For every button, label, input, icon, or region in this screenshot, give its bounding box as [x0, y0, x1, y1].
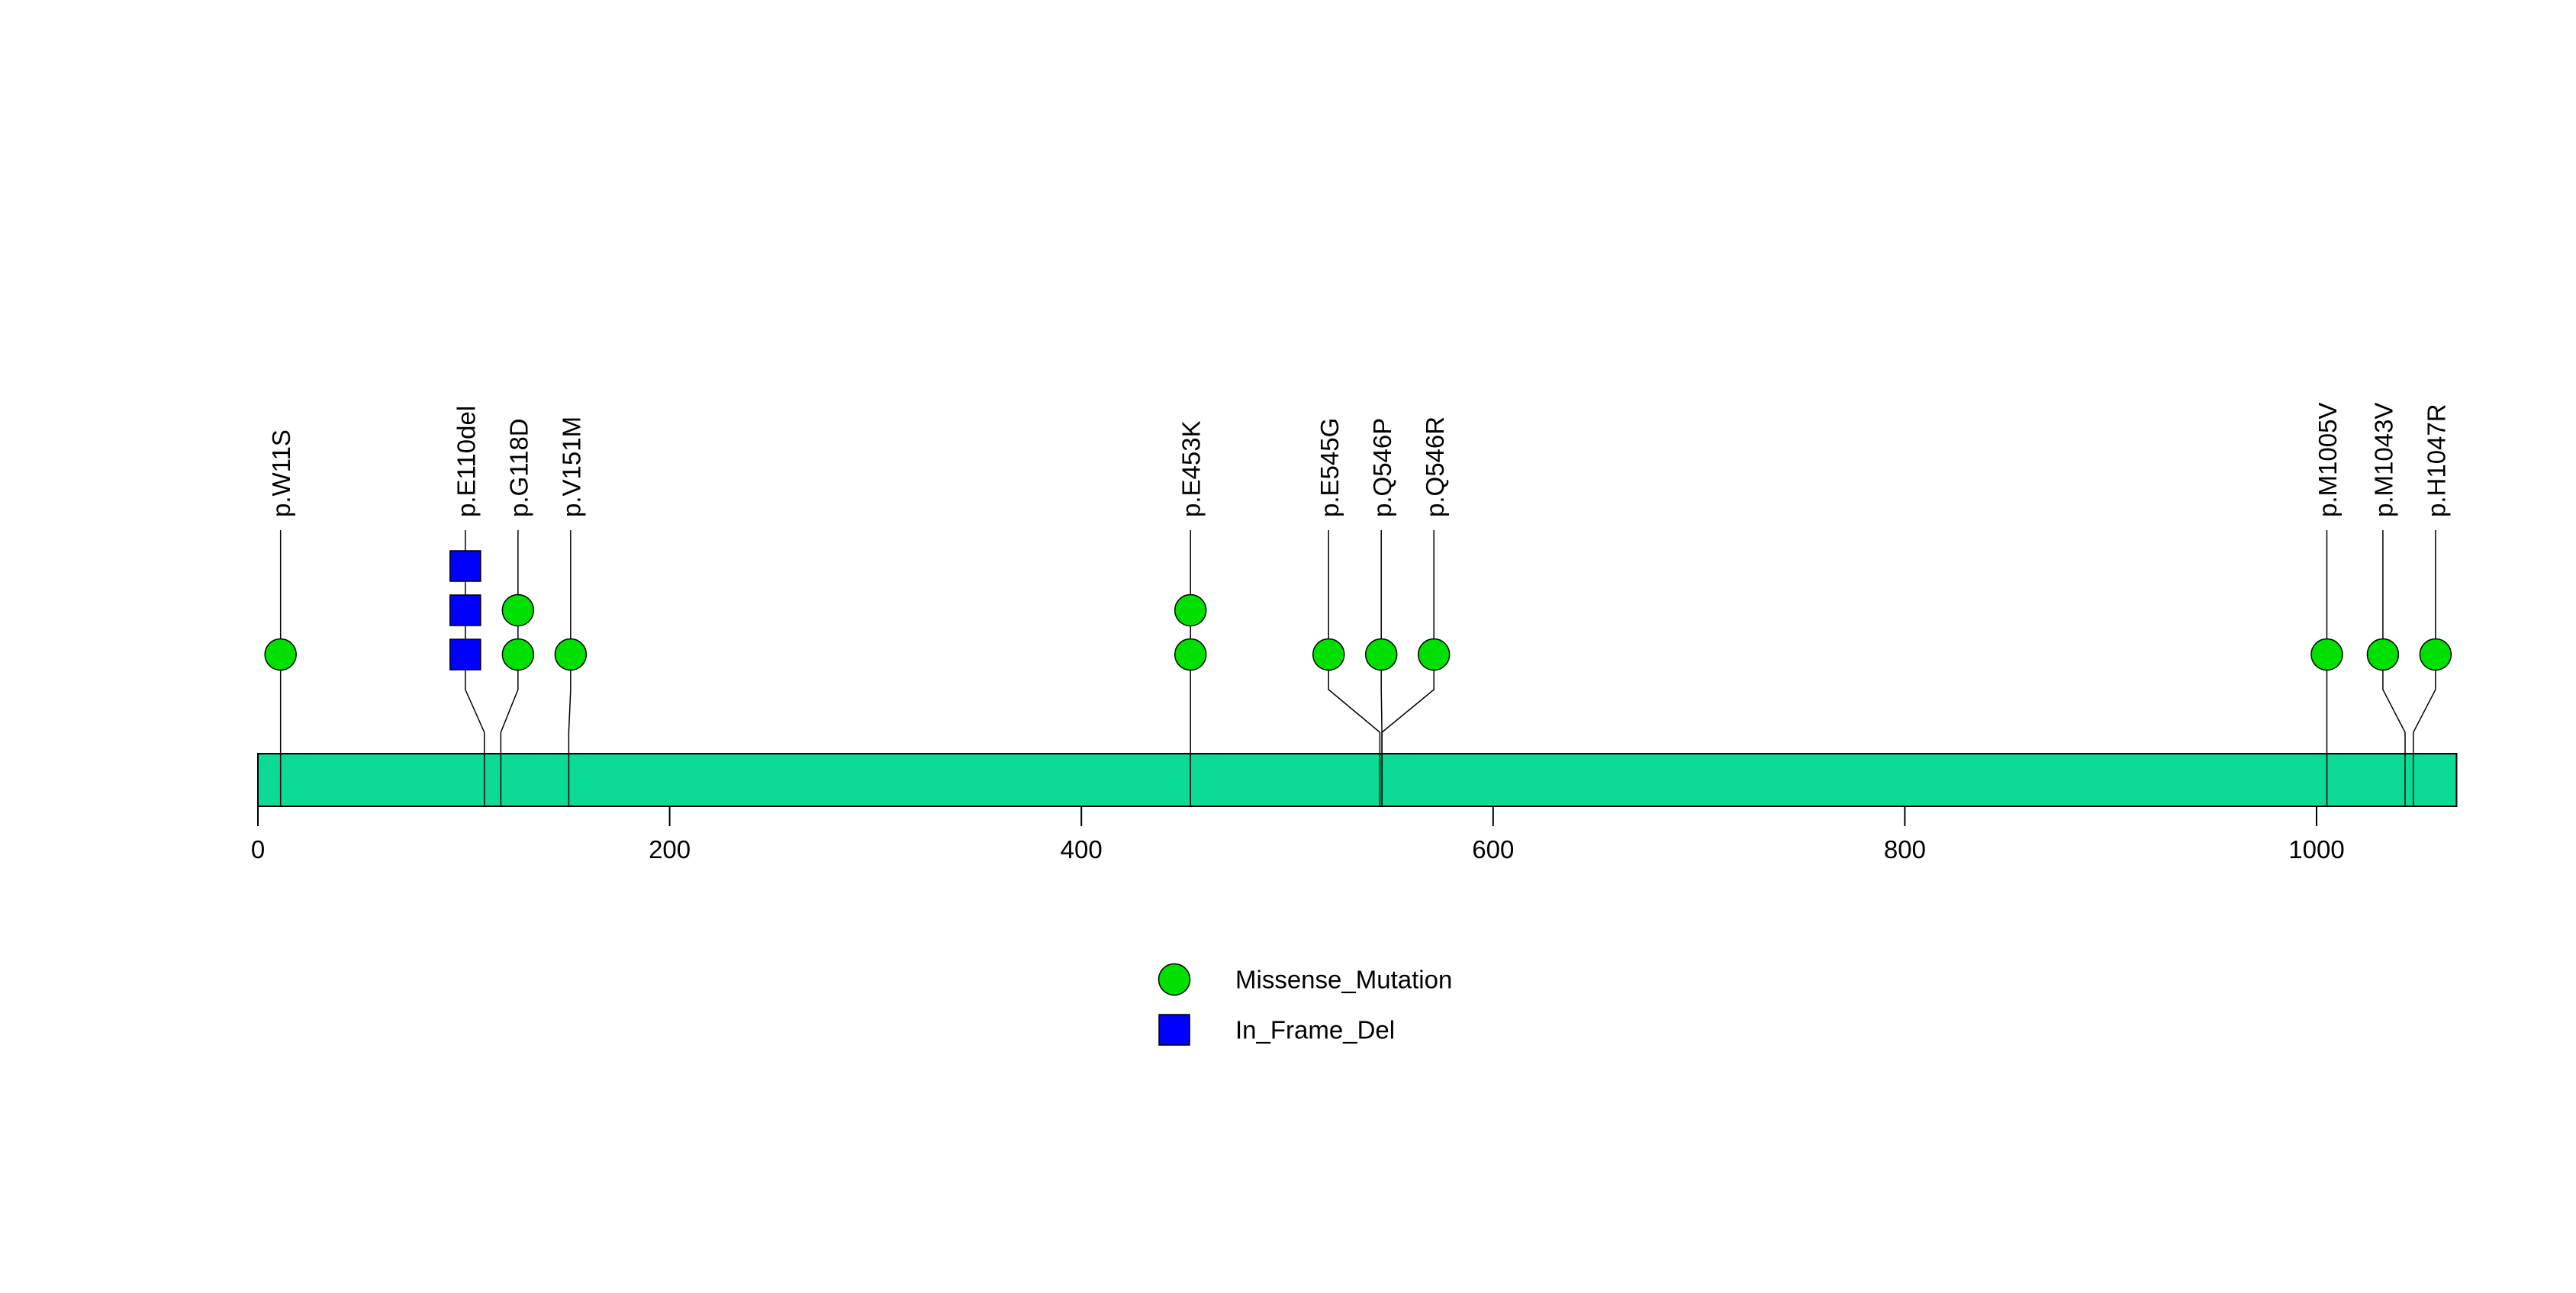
- protein-backbone: [257, 753, 2458, 807]
- mutation-label-group: p.E545G: [1315, 418, 1344, 517]
- markers: [264, 550, 2452, 671]
- mutation-labels: p.W11S p.E110del p.G118D p.V151M p.E453K p.E5…: [267, 403, 2450, 517]
- axis-tick-label: 600: [1472, 835, 1514, 864]
- missense-marker: [1417, 638, 1451, 671]
- mutation-label: p.V151M: [557, 417, 585, 517]
- mutation-label: p.M1043V: [2369, 403, 2397, 517]
- mutation-label-group: p.M1043V: [2369, 403, 2397, 517]
- missense-marker: [1174, 638, 1207, 671]
- axis-tick-label: 0: [251, 835, 265, 864]
- in-frame-del-marker: [449, 638, 481, 671]
- mutation-label: p.H1047R: [2422, 404, 2450, 517]
- mutation-label: p.Q546R: [1421, 417, 1449, 517]
- missense-marker: [1312, 638, 1345, 671]
- mutation-label: p.Q546P: [1368, 418, 1396, 517]
- axis-tick-label: 800: [1884, 835, 1926, 864]
- missense-marker: [2419, 638, 2452, 671]
- missense-marker: [1174, 593, 1207, 627]
- mutation-label-group: p.E110del: [452, 406, 480, 517]
- mutation-stem: [2382, 530, 2406, 806]
- legend-label: Missense_Mutation: [1235, 966, 1452, 994]
- legend-square-swatch: [1158, 1014, 1190, 1046]
- mutation-label-group: p.V151M: [557, 417, 585, 517]
- missense-marker: [554, 638, 588, 671]
- mutation-stem: [1328, 530, 1381, 806]
- mutation-label: p.W11S: [267, 429, 295, 517]
- missense-marker: [2366, 638, 2400, 671]
- mutation-stem: [568, 530, 572, 806]
- axis-tick-label: 1000: [2288, 835, 2344, 864]
- mutation-label: p.E453K: [1177, 420, 1206, 517]
- legend-item: In_Frame_Del: [1158, 1014, 1395, 1046]
- legend-item: Missense_Mutation: [1158, 963, 1452, 996]
- in-frame-del-marker: [449, 550, 481, 582]
- in-frame-del-marker: [449, 594, 481, 626]
- missense-marker: [501, 638, 535, 671]
- mutation-label: p.M1005V: [2314, 403, 2342, 517]
- missense-marker: [2310, 638, 2343, 671]
- mutation-label-group: p.Q546R: [1421, 417, 1449, 517]
- axis-tick-label: 200: [649, 835, 691, 864]
- legend-circle-swatch: [1158, 963, 1191, 996]
- mutation-stem: [2413, 530, 2436, 806]
- mutation-label-group: p.E453K: [1177, 420, 1206, 517]
- mutation-stem: [1381, 530, 1435, 806]
- mutation-label-group: p.Q546P: [1368, 418, 1396, 517]
- missense-marker: [264, 638, 297, 671]
- axis-tick-label: 400: [1061, 835, 1103, 864]
- mutation-label: p.E545G: [1315, 418, 1344, 517]
- mutation-label-group: p.W11S: [267, 429, 295, 517]
- mutation-label-group: p.H1047R: [2422, 404, 2450, 517]
- legend-label: In_Frame_Del: [1235, 1016, 1395, 1044]
- mutation-label: p.E110del: [452, 406, 480, 517]
- x-axis: 0 200 400 600 800 1000: [251, 806, 2345, 864]
- mutation-label-group: p.M1005V: [2314, 403, 2342, 517]
- mutation-label: p.G118D: [504, 418, 533, 517]
- missense-marker: [501, 593, 535, 627]
- missense-marker: [1364, 638, 1398, 671]
- mutation-label-group: p.G118D: [504, 418, 533, 517]
